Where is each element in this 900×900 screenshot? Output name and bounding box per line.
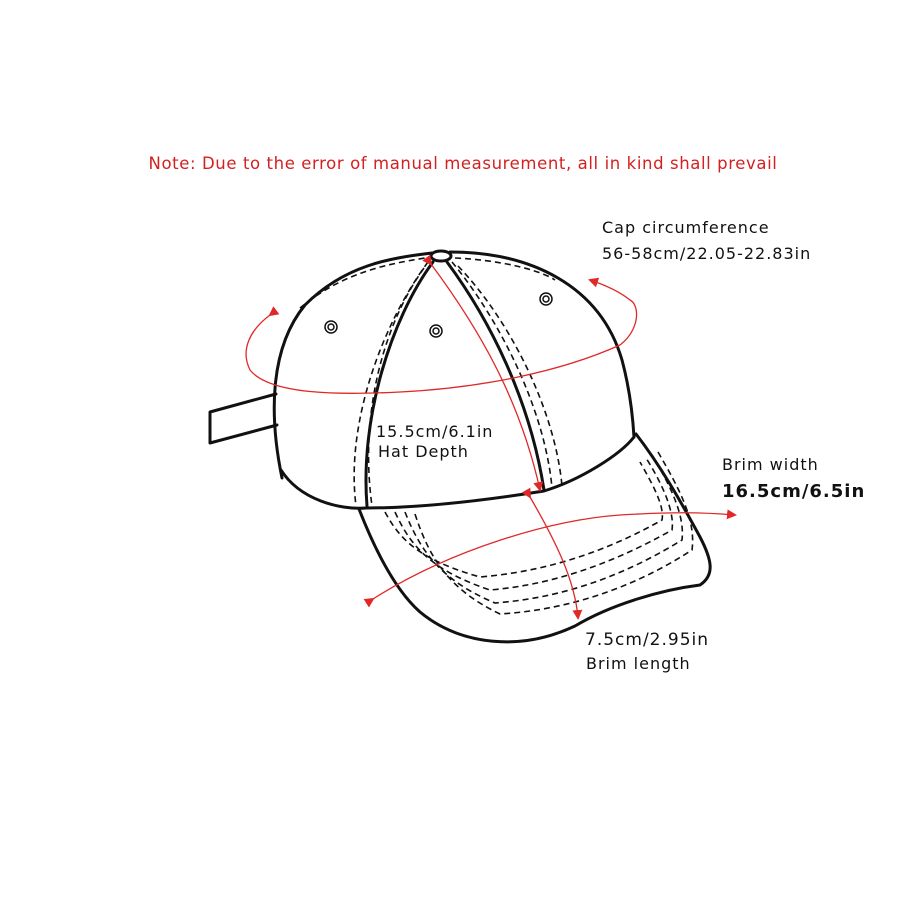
brim-width-arrow — [363, 509, 737, 608]
circumference-arrow — [245, 277, 638, 394]
brim-length-label: Brim length — [586, 654, 691, 673]
seam-left — [364, 260, 435, 508]
brim-width-label: Brim width — [722, 455, 819, 474]
hat-depth-arrow — [422, 254, 544, 492]
brim-length-arrow — [521, 487, 583, 620]
top-button — [429, 249, 453, 263]
cap-circumference-value: 56-58cm/22.05-22.83in — [602, 244, 812, 263]
measurement-note: Note: Due to the error of manual measure… — [148, 154, 778, 173]
brim-width-value: 16.5cm/6.5in — [722, 481, 866, 502]
brim-length-value: 7.5cm/2.95in — [585, 630, 710, 650]
hat-depth-value: 15.5cm/6.1in — [376, 422, 494, 441]
hat-depth-label: Hat Depth — [378, 442, 469, 461]
crown-base — [279, 435, 636, 510]
cap-circumference-label: Cap circumference — [602, 218, 770, 237]
back-strap — [208, 392, 279, 445]
